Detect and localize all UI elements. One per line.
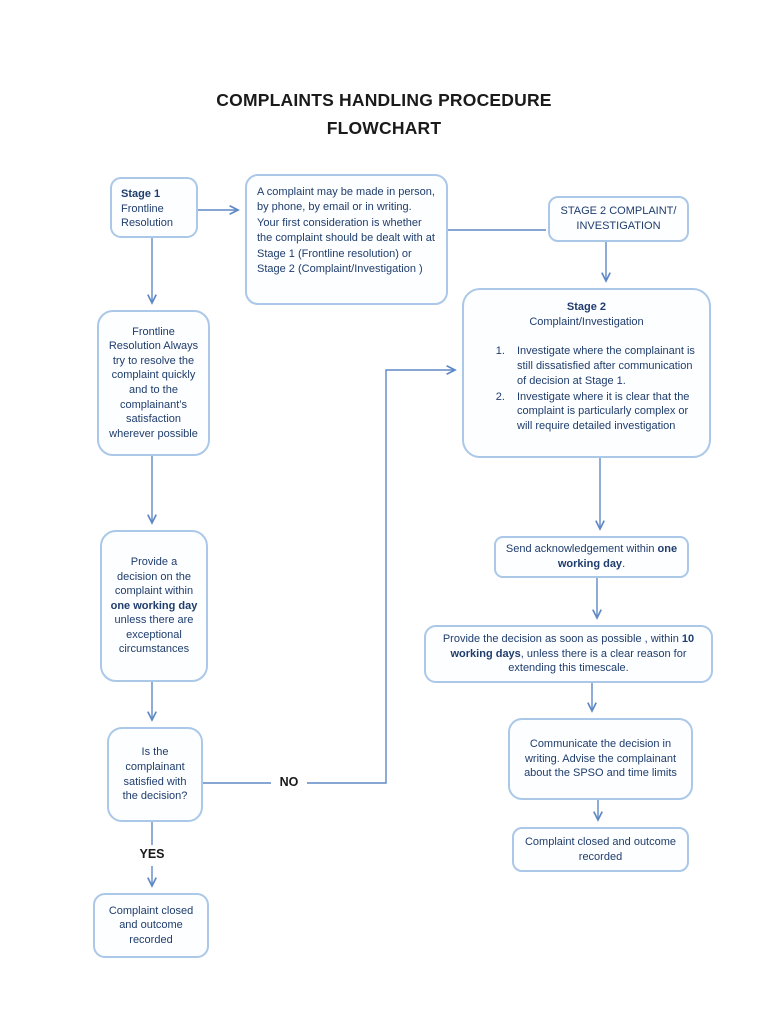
stage2-detail-subtitle: Complaint/Investigation [529,315,644,328]
stage2-header-box: STAGE 2 COMPLAINT/ INVESTIGATION [548,196,689,242]
title-line-1: COMPLAINTS HANDLING PROCEDURE [216,90,552,110]
closed-left-box: Complaint closed and outcome recorded [93,893,209,958]
connector-no-to-stage2detail [307,370,455,784]
provide-ten-days-box: Provide the decision as soon as possible… [424,625,713,683]
stage1-box: Stage 1 Frontline Resolution [110,177,198,238]
stage2-detail-box: Stage 2 Complaint/Investigation Investig… [462,288,711,458]
frontline-resolution-box: Frontline Resolution Always try to resol… [97,310,210,456]
satisfied-decision-box: Is the complainant satisfied with the de… [107,727,203,822]
title-line-2: FLOWCHART [326,118,442,139]
page-title: COMPLAINTS HANDLING PROCEDURE FLOWCHART [0,86,768,143]
stage2-step-1: Investigate where the complainant is sti… [508,344,695,389]
intake-box: A complaint may be made in person, by ph… [245,174,448,305]
no-label: NO [279,775,299,789]
yes-label: YES [139,847,165,861]
decision-one-day-box: Provide a decision on the complaint with… [100,530,208,682]
stage2-step-2: Investigate where it is clear that the c… [508,390,695,435]
stage2-steps: Investigate where the complainant is sti… [472,344,701,434]
closed-right-box: Complaint closed and outcome recorded [512,827,689,872]
communicate-decision-box: Communicate the decision in writing. Adv… [508,718,693,800]
stage2-detail-title: Stage 2 [566,301,607,313]
acknowledgement-box: Send acknowledgement within one working … [494,536,689,578]
